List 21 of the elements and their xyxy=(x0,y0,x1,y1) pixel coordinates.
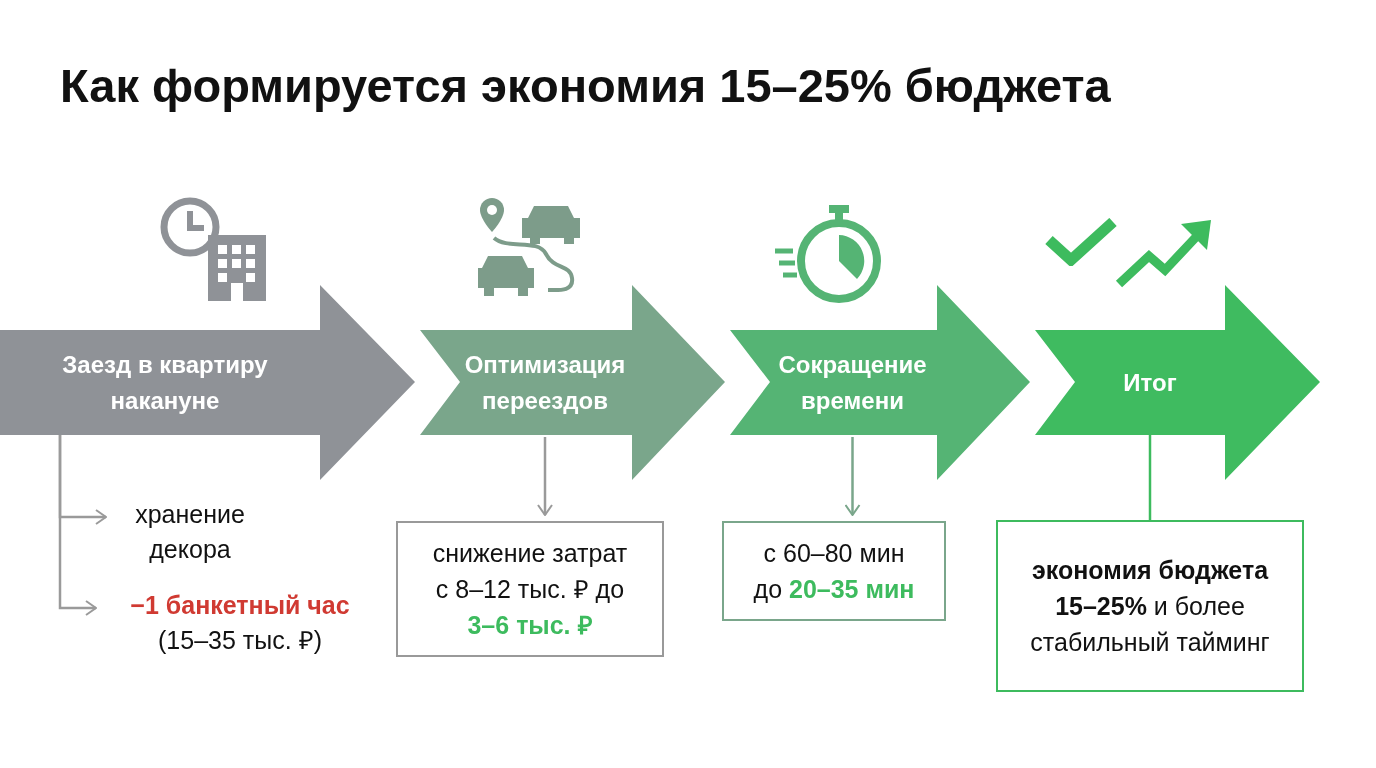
result-text: снижение затрат с 8–12 тыс. ₽ до 3–6 тыс. ₽ xyxy=(431,537,629,642)
arrow xyxy=(58,435,97,616)
title: Как формируется экономия 15–25% бюджета xyxy=(60,58,1111,113)
step-label: Оптимизация переездов xyxy=(463,350,627,416)
note-text: хранение декора xyxy=(134,499,246,565)
note-text: −1 банкетный час xyxy=(129,590,351,621)
process-step xyxy=(420,285,725,480)
arrow xyxy=(537,437,553,516)
result-box xyxy=(722,521,946,621)
result-box xyxy=(396,521,664,657)
step-label: Итог xyxy=(1122,368,1178,398)
step-label: Заезд в квартиру накануне xyxy=(61,350,269,416)
note-text: (15–35 тыс. ₽) xyxy=(157,625,323,656)
result-text: с 60–80 мин до 20–35 мин xyxy=(752,537,916,605)
process-step xyxy=(730,285,1030,480)
result-box xyxy=(996,520,1304,692)
step-label: Сокращение времени xyxy=(777,350,928,416)
arrow xyxy=(844,437,861,516)
process-step xyxy=(0,285,415,480)
result-text: экономия бюджета 15–25% и более стабильный тайминг xyxy=(1029,554,1271,659)
process-step xyxy=(1035,285,1320,480)
